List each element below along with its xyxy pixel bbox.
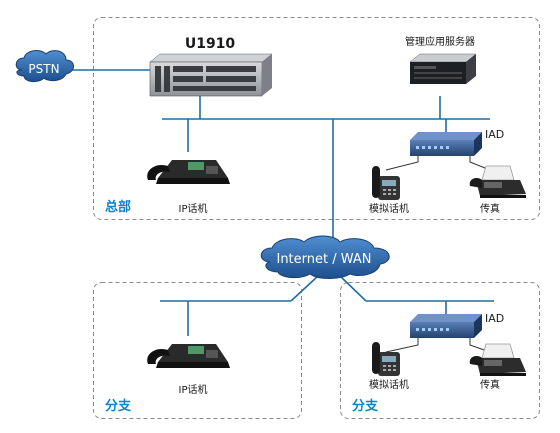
wan-to-branch2 [339,275,367,302]
hq-iad-label: IAD [485,128,504,141]
hq-ip-phone [147,160,230,184]
u1910-device: U1910 [149,36,273,97]
hq-iad-device [410,132,482,156]
branch2-site-box [340,282,540,419]
br2-iad-fax-link [469,337,491,353]
hq-ip-phone-label: IP话机 [179,202,208,215]
hq-iad-fax-link [469,154,491,171]
hq-analog-phone [372,166,400,200]
branch1-ip-phone-label: IP话机 [179,383,208,396]
hq-site-box [93,17,540,220]
wan-to-branch1 [290,275,319,302]
branch1-ip-phone [147,344,230,368]
branch2-fax [469,343,527,377]
hq-fax-label: 传真 [480,202,500,215]
br2-iad-phone-link [385,337,419,353]
branch2-iad-label: IAD [485,312,504,325]
u1910-label: U1910 [185,36,236,52]
management-server: 管理应用服务器 [405,35,477,84]
hq-fax [469,165,527,199]
branch2-iad-device [410,314,482,338]
wan-cloud: Internet / WAN [260,235,390,279]
branch2-analog-phone [372,342,400,376]
pstn-cloud: PSTN [15,50,74,83]
hq-site-label: 总部 [105,199,131,215]
server-label: 管理应用服务器 [405,35,475,48]
hq-analog-phone-label: 模拟话机 [369,202,409,215]
branch1-site-label: 分支 [105,398,132,414]
branch2-site-label: 分支 [352,398,379,414]
pstn-label: PSTN [28,62,59,76]
branch2-fax-label: 传真 [480,378,500,391]
hq-iad-phone-link [385,154,419,171]
wan-label: Internet / WAN [276,252,371,267]
branch2-analog-phone-label: 模拟话机 [369,378,409,391]
